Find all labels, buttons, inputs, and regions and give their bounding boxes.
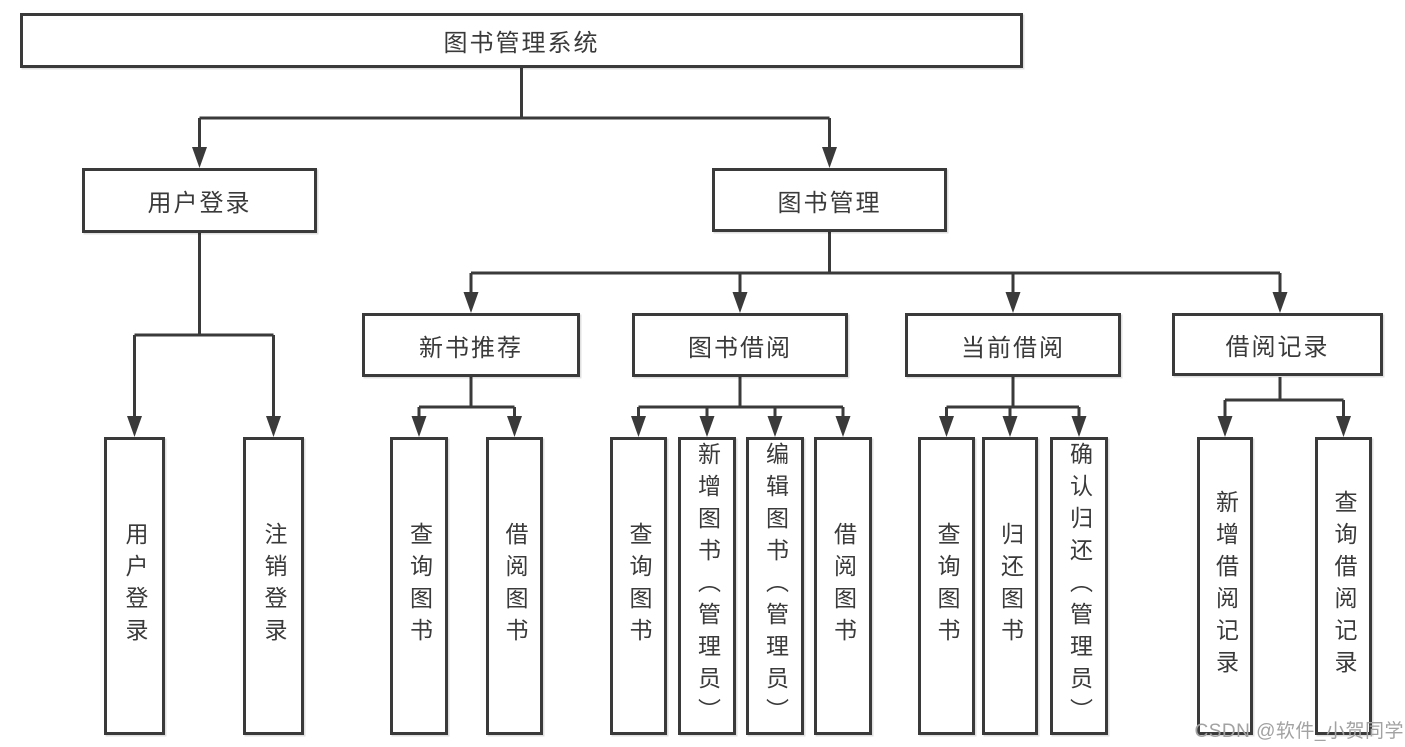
node-label: 查询图书: [934, 522, 960, 650]
node-label: 当前借阅: [961, 334, 1065, 362]
leaf-return-books: 归还图书: [982, 437, 1038, 735]
leaf-query-books-recommend: 查询图书: [390, 437, 448, 735]
node-borrowing-records: 借阅记录: [1172, 313, 1383, 376]
node-label: 查询图书: [626, 522, 652, 650]
node-label: 借阅图书: [830, 522, 857, 650]
node-label: 图书管理系统: [443, 30, 600, 57]
node-label: 新增图书（管理员）: [694, 442, 721, 730]
node-label: 用户登录: [122, 522, 148, 650]
leaf-confirm-return-admin: 确认归还（管理员）: [1050, 437, 1108, 735]
leaf-borrow-books: 借阅图书: [814, 437, 872, 735]
node-book-borrowing: 图书借阅: [632, 313, 848, 377]
arrowheads: [127, 147, 1351, 437]
node-current-borrowing: 当前借阅: [905, 313, 1121, 377]
node-library-management-system: 图书管理系统: [20, 13, 1023, 68]
node-label: 借阅记录: [1225, 334, 1330, 361]
leaf-edit-books-admin: 编辑图书（管理员）: [746, 437, 804, 735]
node-label: 用户登录: [147, 190, 252, 217]
node-label: 新增借阅记录: [1212, 490, 1239, 682]
leaf-user-login: 用户登录: [104, 437, 165, 735]
node-label: 编辑图书（管理员）: [762, 442, 789, 730]
node-user-login-branch: 用户登录: [82, 168, 317, 233]
leaf-query-books-current: 查询图书: [918, 437, 975, 735]
node-book-management-branch: 图书管理: [712, 168, 947, 232]
node-label: 图书借阅: [688, 334, 792, 362]
leaf-borrow-books-recommend: 借阅图书: [486, 437, 543, 735]
csdn-watermark: CSDN @软件_小贺同学: [1194, 721, 1404, 742]
node-label: 查询图书: [406, 522, 433, 650]
node-label: 新书推荐: [419, 334, 523, 362]
node-label: 借阅图书: [502, 522, 528, 650]
leaf-query-books-borrowing: 查询图书: [610, 437, 667, 735]
node-label: 查询借阅记录: [1331, 490, 1357, 682]
leaf-logout: 注销登录: [243, 437, 304, 735]
node-new-book-recommendation: 新书推荐: [362, 313, 580, 377]
leaf-query-borrow-record: 查询借阅记录: [1315, 437, 1372, 735]
node-label: 注销登录: [261, 522, 287, 650]
leaf-add-books-admin: 新增图书（管理员）: [678, 437, 736, 735]
node-label: 归还图书: [997, 522, 1024, 650]
node-label: 图书管理: [777, 189, 882, 217]
node-label: 确认归还（管理员）: [1066, 442, 1093, 730]
leaf-add-borrow-record: 新增借阅记录: [1197, 437, 1253, 735]
